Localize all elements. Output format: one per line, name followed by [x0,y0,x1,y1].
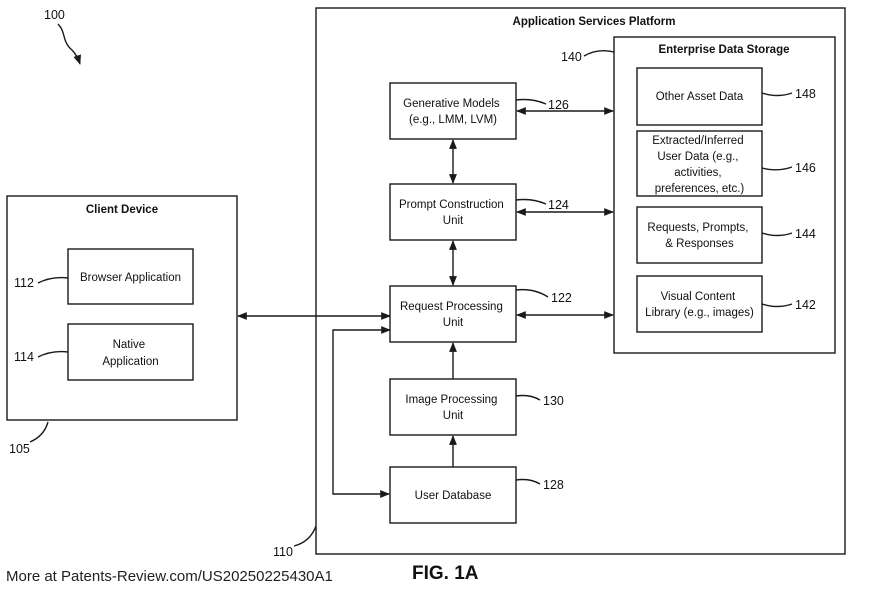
storage-ref: 140 [561,50,582,64]
other-asset-data-ref: 148 [795,87,816,101]
visual-content-library-ref: 142 [795,298,816,312]
client-device-ref: 105 [9,442,30,456]
extracted-user-data-ref: 146 [795,161,816,175]
storage-title: Enterprise Data Storage [658,44,789,56]
native-application-leader [38,352,68,357]
platform-title: Application Services Platform [513,16,676,28]
visual-content-library-leader [762,304,792,307]
platform-leader [294,526,316,546]
browser-application-ref: 112 [14,276,34,290]
requests-prompts-responses-box [637,207,762,263]
storage-leader [584,51,614,56]
browser-application-label: Browser Application [80,272,181,284]
footer-source-link[interactable]: More at Patents-Review.com/US20250225430… [6,568,333,585]
user-database-label: User Database [415,490,492,502]
figure-ref-arrow [58,24,80,64]
visual-content-library-box [637,276,762,332]
user-database-ref: 128 [543,478,564,492]
other-asset-data-leader [762,93,792,96]
other-asset-data-label: Other Asset Data [656,91,744,103]
user-database-leader [516,480,540,485]
request-processing-box [390,286,516,342]
extracted-user-data-leader [762,167,792,170]
figure-caption: FIG. 1A [412,563,479,584]
image-processing-leader [516,396,540,401]
native-application-ref: 114 [14,350,34,364]
generative-models-ref: 126 [548,98,569,112]
generative-models-leader [516,100,546,105]
request-userdb-connector [333,330,390,494]
generative-models-box [390,83,516,139]
request-processing-ref: 122 [551,291,572,305]
platform-ref: 110 [273,545,293,559]
prompt-construction-ref: 124 [548,198,569,212]
browser-application-leader [38,278,68,283]
client-device-title: Client Device [86,204,158,216]
figure-ref-100: 100 [44,8,65,22]
image-processing-box [390,379,516,435]
prompt-construction-box [390,184,516,240]
client-device-leader [30,422,48,442]
prompt-construction-leader [516,200,546,205]
requests-prompts-responses-leader [762,233,792,236]
client-device-frame [7,196,237,420]
requests-prompts-responses-ref: 144 [795,227,816,241]
image-processing-ref: 130 [543,394,564,408]
request-processing-leader [516,290,548,297]
native-application-box [68,324,193,380]
